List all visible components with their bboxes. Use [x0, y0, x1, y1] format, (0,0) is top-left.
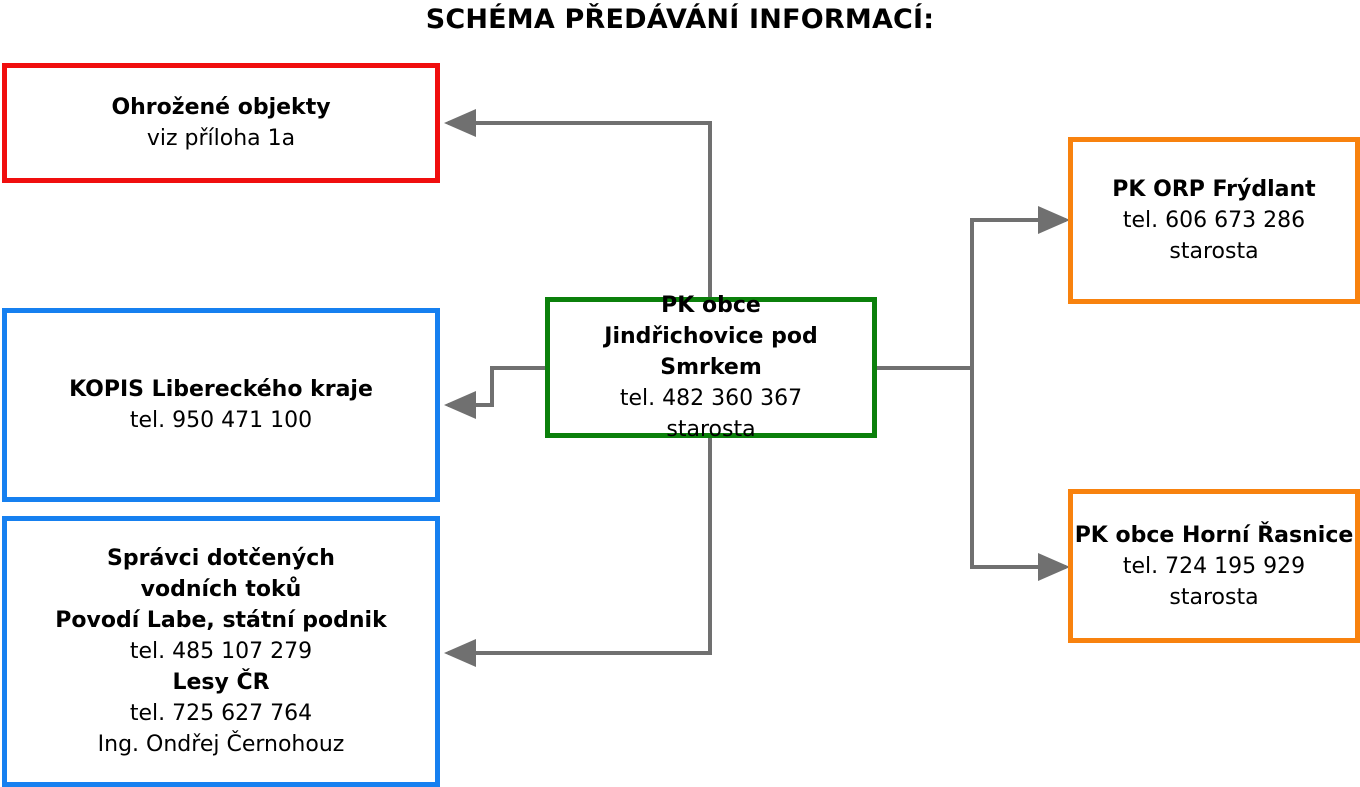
water-managers-line1: Správci dotčených — [107, 546, 335, 571]
threatened-objects-note: viz příloha 1a — [146, 126, 296, 151]
center-line2: Jindřichovice pod Smrkem — [604, 324, 818, 380]
kopis-title: KOPIS Libereckého kraje — [69, 377, 373, 402]
horni-rasnice-box: PK obce Horní Řasnice tel. 724 195 929 s… — [1068, 489, 1360, 643]
kopis-box: KOPIS Libereckého kraje tel. 950 471 100 — [2, 308, 440, 502]
threatened-objects-title: Ohrožené objekty — [111, 95, 331, 120]
rasnice-title: PK obce Horní Řasnice — [1074, 522, 1354, 548]
rasnice-role: starosta — [1169, 584, 1259, 610]
arrow-to-threatened — [444, 109, 712, 297]
lesy-cr-name: Lesy ČR — [172, 670, 270, 695]
lesy-cr-phone: tel. 725 627 764 — [129, 701, 313, 726]
arrow-to-water-managers — [444, 438, 712, 667]
arrow-to-kopis — [444, 366, 545, 419]
center-crisis-staff-box: PK obce Jindřichovice pod Smrkem tel. 48… — [545, 293, 877, 442]
orp-role: starosta — [1169, 239, 1259, 264]
center-line1: PK obce — [661, 293, 761, 318]
center-role: starosta — [666, 417, 756, 442]
arrow-to-orp — [970, 206, 1070, 368]
rasnice-phone: tel. 724 195 929 — [1122, 553, 1306, 579]
povodi-labe-name: Povodí Labe, státní podnik — [55, 608, 387, 633]
threatened-objects-box: Ohrožené objekty viz příloha 1a — [2, 63, 440, 183]
kopis-phone: tel. 950 471 100 — [129, 408, 313, 433]
water-managers-box: Správci dotčených vodních toků Povodí La… — [2, 516, 440, 787]
povodi-labe-phone: tel. 485 107 279 — [129, 639, 313, 664]
orp-title: PK ORP Frýdlant — [1112, 177, 1316, 202]
water-managers-line2: vodních toků — [140, 577, 302, 602]
center-phone: tel. 482 360 367 — [619, 386, 803, 411]
lesy-cr-contact: Ing. Ondřej Černohouz — [97, 732, 345, 757]
arrow-to-rasnice — [970, 368, 1070, 581]
orp-phone: tel. 606 673 286 — [1122, 208, 1306, 233]
diagram-title: SCHÉMA PŘEDÁVÁNÍ INFORMACÍ: — [425, 4, 935, 35]
orp-frydlant-box: PK ORP Frýdlant tel. 606 673 286 starost… — [1068, 137, 1360, 304]
